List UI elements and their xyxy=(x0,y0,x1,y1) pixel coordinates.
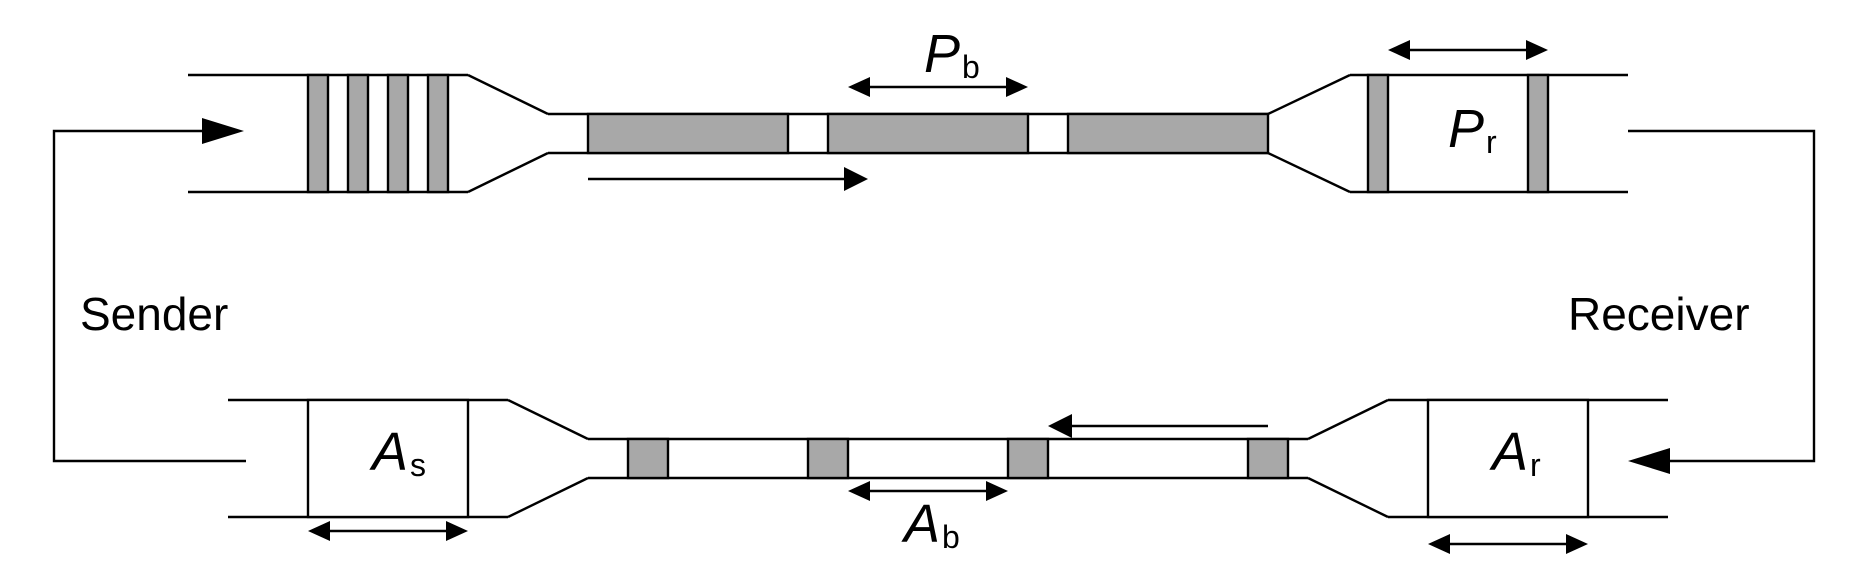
bottleneck-packet-spacing-arrow xyxy=(848,77,1028,97)
bottleneck-packet xyxy=(826,112,1030,155)
receiver-packet-spacing-arrow xyxy=(1388,40,1548,60)
sender-loop xyxy=(52,118,246,463)
ack xyxy=(806,437,850,480)
ack xyxy=(1006,437,1050,480)
receiver-loop xyxy=(1628,129,1816,474)
receiver-packets xyxy=(1366,73,1550,194)
bottleneck-packet-spacing-label: Pb xyxy=(924,24,980,85)
sender-ack-spacing-label: As xyxy=(369,422,426,483)
sender-packet xyxy=(306,73,330,194)
sender-ack-spacing-arrow xyxy=(308,521,468,541)
sender-packet xyxy=(346,73,370,194)
receiver-label: Receiver xyxy=(1568,288,1750,340)
ack xyxy=(1246,437,1290,480)
reverse-direction-arrow xyxy=(1048,414,1268,438)
receiver-packet xyxy=(1526,73,1550,194)
receiver-ack-box xyxy=(1426,398,1590,519)
bottleneck-packet xyxy=(1066,112,1270,155)
receiver-ack-spacing-label: Ar xyxy=(1489,422,1541,483)
receiver-packet xyxy=(1366,73,1390,194)
sender-packet xyxy=(386,73,410,194)
bottleneck-packet xyxy=(586,112,790,155)
sender-ack-box xyxy=(306,398,470,519)
bottleneck-acks xyxy=(626,437,1290,480)
bottleneck-packets xyxy=(586,112,1270,155)
sender-packet-burst xyxy=(306,73,450,194)
bottleneck-ack-spacing-arrow xyxy=(848,481,1008,501)
ack xyxy=(626,437,670,480)
bottleneck-ack-spacing-label: Ab xyxy=(901,494,960,555)
sender-label: Sender xyxy=(80,288,228,340)
sender-packet xyxy=(426,73,450,194)
receiver-packet-spacing-label: Pr xyxy=(1448,99,1497,160)
receiver-ack-spacing-arrow xyxy=(1428,534,1588,554)
forward-direction-arrow xyxy=(588,167,868,191)
